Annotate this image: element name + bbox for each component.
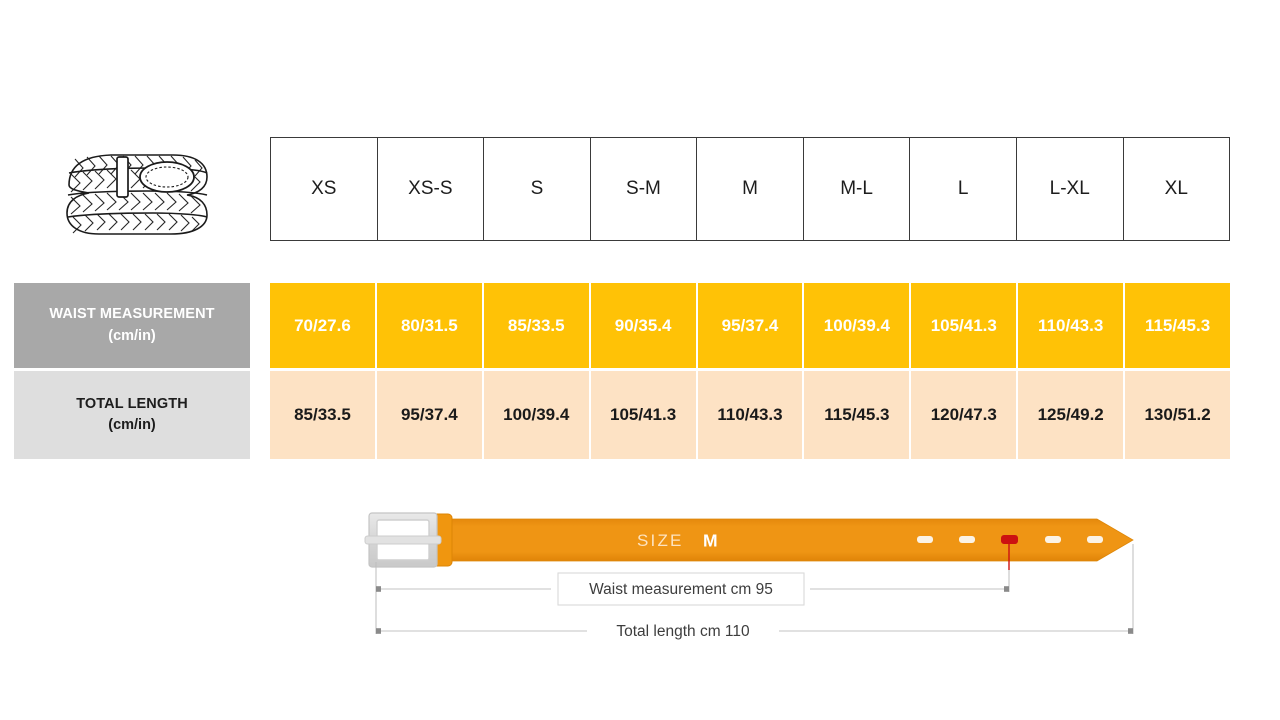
waist-values: 70/27.6 80/31.5 85/33.5 90/35.4 95/37.4 … xyxy=(270,283,1231,368)
length-value-cell: 125/49.2 xyxy=(1018,371,1126,459)
length-value-cell: 100/39.4 xyxy=(483,371,591,459)
size-header-cell: M xyxy=(697,138,804,240)
waist-value-cell: 100/39.4 xyxy=(804,283,912,368)
waist-value-cell: 85/33.5 xyxy=(483,283,591,368)
belt-strap xyxy=(416,518,1134,562)
size-header-cell: XL xyxy=(1164,178,1188,199)
belt-hole xyxy=(1045,536,1061,543)
total-length-dimension-label: Total length cm 110 xyxy=(616,623,750,640)
size-header-cell: M-L xyxy=(804,138,911,240)
waist-measurement-label: WAIST MEASUREMENT (cm/in) xyxy=(14,283,250,368)
row-gap xyxy=(250,283,270,368)
size-header-cell: S-M xyxy=(591,138,698,240)
length-value-cell: 105/41.3 xyxy=(590,371,698,459)
belt-holes xyxy=(917,535,1103,544)
waist-value-cell: 80/31.5 xyxy=(376,283,484,368)
waist-value-cell: 70/27.6 xyxy=(270,283,377,368)
belt-hole xyxy=(959,536,975,543)
size-header-cell: S xyxy=(484,138,591,240)
waist-dimension-line: Waist measurement cm 95 xyxy=(376,572,1009,606)
length-value-cell: 95/37.4 xyxy=(376,371,484,459)
waist-label-line2: (cm/in) xyxy=(108,327,156,344)
waist-value-cell: 110/43.3 xyxy=(1018,283,1126,368)
belt-buckle xyxy=(364,512,442,568)
length-value-cell: 115/45.3 xyxy=(804,371,912,459)
total-length-row: TOTAL LENGTH (cm/in) 85/33.5 95/37.4 100… xyxy=(14,371,1231,459)
size-header-cell: L-XL xyxy=(1017,138,1124,240)
length-value-cell: 110/43.3 xyxy=(697,371,805,459)
waist-value-cell: 95/37.4 xyxy=(697,283,805,368)
belt-size-letter: M xyxy=(703,531,718,551)
waist-value-cell: 115/45.3 xyxy=(1125,283,1231,368)
row-gap xyxy=(250,371,270,459)
length-value-cell: 130/51.2 xyxy=(1125,371,1231,459)
length-label-line1: TOTAL LENGTH xyxy=(76,395,188,412)
size-header-cell: L xyxy=(910,138,1017,240)
size-header-table: XS XS-S S S-M M M-L L L-XL XL xyxy=(270,137,1230,241)
braided-belt-illustration xyxy=(55,143,217,241)
length-value-cell: 120/47.3 xyxy=(911,371,1019,459)
waist-value-cell: 90/35.4 xyxy=(590,283,698,368)
belt-hole-highlighted xyxy=(1001,535,1018,544)
belt-size-word: SIZE xyxy=(637,531,684,550)
length-label-line2: (cm/in) xyxy=(108,417,156,433)
size-header-cell: XS xyxy=(271,138,378,240)
length-value-cell: 85/33.5 xyxy=(270,371,377,459)
size-header-cell: XS-S xyxy=(378,138,485,240)
waist-label-line1: WAIST MEASUREMENT xyxy=(49,306,215,323)
belt-measurement-diagram: SIZE M Waist measurement cm 95 xyxy=(355,500,1155,650)
waist-measurement-row: WAIST MEASUREMENT (cm/in) 70/27.6 80/31.… xyxy=(14,283,1231,368)
belt-hole xyxy=(1087,536,1103,543)
belt-hole xyxy=(917,536,933,543)
waist-value-cell: 105/41.3 xyxy=(911,283,1019,368)
total-length-label: TOTAL LENGTH (cm/in) xyxy=(14,371,250,459)
total-length-values: 85/33.5 95/37.4 100/39.4 105/41.3 110/43… xyxy=(270,371,1231,459)
total-length-dimension-line: Total length cm 110 xyxy=(376,619,1133,643)
waist-dimension-label: Waist measurement cm 95 xyxy=(589,581,773,598)
